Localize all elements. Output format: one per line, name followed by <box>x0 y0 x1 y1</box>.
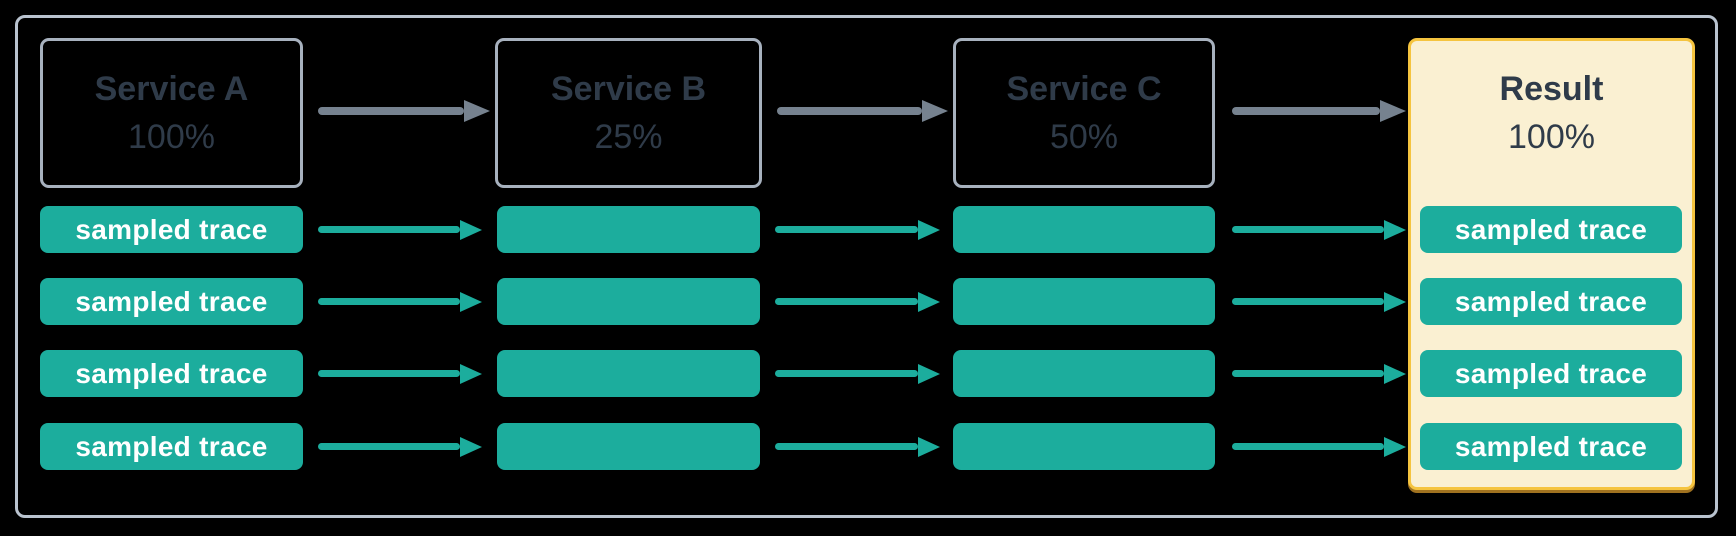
trace-flow-arrow <box>318 226 460 233</box>
trace-flow-arrow <box>318 443 460 450</box>
sampled-trace-label: sampled trace <box>1454 213 1648 245</box>
trace-bar <box>497 423 760 470</box>
sampled-trace-label: sampled trace <box>1454 430 1648 462</box>
trace-flow-arrow <box>1232 226 1384 233</box>
trace-bar <box>953 350 1215 397</box>
result-rate: 100% <box>1508 118 1595 156</box>
trace-flow-arrow <box>775 370 918 377</box>
service-flow-arrow <box>1232 107 1380 115</box>
trace-flow-arrow <box>775 298 918 305</box>
sampled-trace-label: sampled trace <box>75 285 268 317</box>
trace-bar <box>953 278 1215 325</box>
service-a-label: Service A <box>94 70 249 108</box>
service-c-label: Service C <box>1006 70 1162 108</box>
sampled-trace-bar: sampled trace <box>1420 423 1682 470</box>
trace-flow-arrow <box>775 443 918 450</box>
sampled-trace-bar: sampled trace <box>40 278 303 325</box>
trace-bar <box>497 206 760 253</box>
service-c-box: Service C 50% <box>953 38 1215 188</box>
sampled-trace-label: sampled trace <box>1454 357 1648 389</box>
trace-flow-arrow <box>775 226 918 233</box>
result-label: Result <box>1499 70 1604 108</box>
outer-frame <box>15 15 1718 518</box>
service-a-box: Service A 100% <box>40 38 303 188</box>
sampled-trace-label: sampled trace <box>1454 285 1648 317</box>
trace-bar <box>497 278 760 325</box>
sampled-trace-bar: sampled trace <box>1420 350 1682 397</box>
sampled-trace-label: sampled trace <box>75 357 268 389</box>
sampled-trace-label: sampled trace <box>75 430 268 462</box>
trace-flow-arrow <box>1232 443 1384 450</box>
service-b-box: Service B 25% <box>495 38 762 188</box>
sampled-trace-bar: sampled trace <box>1420 278 1682 325</box>
sampled-trace-bar: sampled trace <box>40 206 303 253</box>
service-flow-arrow <box>318 107 464 115</box>
trace-flow-arrow <box>318 370 460 377</box>
sampled-trace-label: sampled trace <box>75 213 268 245</box>
trace-flow-arrow <box>1232 370 1384 377</box>
service-b-rate: 25% <box>594 118 663 156</box>
result-box: Result 100% <box>1408 38 1695 490</box>
trace-bar <box>953 206 1215 253</box>
trace-flow-arrow <box>1232 298 1384 305</box>
service-a-rate: 100% <box>128 118 215 156</box>
trace-bar <box>953 423 1215 470</box>
sampled-trace-bar: sampled trace <box>40 423 303 470</box>
service-flow-arrow <box>777 107 922 115</box>
trace-flow-arrow <box>318 298 460 305</box>
trace-bar <box>497 350 760 397</box>
service-c-rate: 50% <box>1049 118 1119 156</box>
sampled-trace-bar: sampled trace <box>1420 206 1682 253</box>
service-b-label: Service B <box>551 70 706 108</box>
sampled-trace-bar: sampled trace <box>40 350 303 397</box>
